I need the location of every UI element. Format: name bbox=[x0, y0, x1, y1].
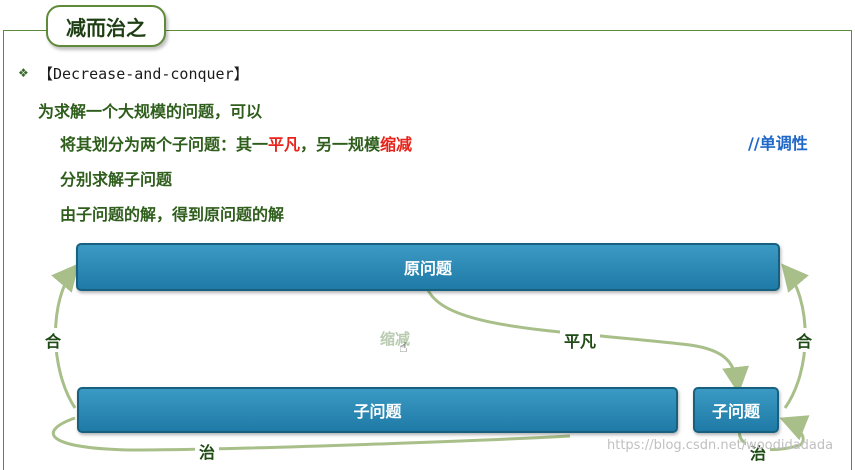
section-title: 减而治之 bbox=[46, 5, 166, 47]
diamond-bullet-icon: ❖ bbox=[18, 66, 29, 80]
arrow-solve-right bbox=[738, 415, 810, 452]
note-monotonicity: //单调性 bbox=[748, 134, 808, 153]
text-line-2-pre: 将其划分为两个子问题：其一 bbox=[60, 135, 269, 154]
highlight-trivial: 平凡 bbox=[268, 135, 301, 154]
box-original-problem: 原问题 bbox=[76, 243, 780, 291]
label-merge-right: 合 bbox=[792, 328, 817, 352]
label-solve-left: 治 bbox=[195, 439, 220, 463]
highlight-shrink: 缩减 bbox=[380, 135, 413, 154]
box-subproblem-large: 子问题 bbox=[77, 387, 678, 433]
text-line-1: 为求解一个大规模的问题，可以 bbox=[38, 102, 263, 121]
label-shrink: 缩减 bbox=[380, 330, 411, 348]
text-line-4: 由子问题的解，得到原问题的解 bbox=[60, 205, 285, 224]
label-trivial: 平凡 bbox=[560, 328, 601, 352]
content-frame bbox=[3, 30, 852, 470]
watermark: https://blog.csdn.net/woodidadada bbox=[607, 438, 834, 453]
text-line-2-mid: ，另一规模 bbox=[300, 135, 381, 154]
text-line-2: 将其划分为两个子问题：其一平凡，另一规模缩减 bbox=[60, 131, 412, 155]
label-merge-left: 合 bbox=[41, 328, 66, 352]
label-solve-right: 治 bbox=[746, 440, 771, 464]
box-subproblem-small: 子问题 bbox=[693, 387, 779, 433]
arrow-trivial bbox=[426, 289, 749, 394]
bullet-term: 【Decrease-and-conquer】 bbox=[38, 65, 249, 83]
arrow-solve-left bbox=[51, 416, 571, 452]
mouse-cursor-icon: ☝ bbox=[399, 340, 408, 356]
text-line-3: 分别求解子问题 bbox=[60, 170, 173, 189]
